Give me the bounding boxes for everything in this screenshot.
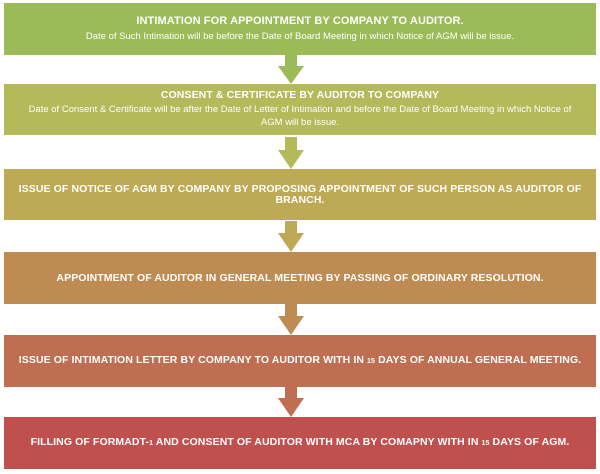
- arrow-4-shape: [278, 304, 304, 335]
- step-6-days-number: 15: [481, 439, 490, 447]
- step-2-description: Date of Consent & Certificate will be af…: [28, 104, 572, 128]
- arrow-5-shape: [278, 387, 304, 417]
- arrow-1-shape: [278, 55, 304, 84]
- step-6-title-part: AND CONSENT OF AUDITOR WITH MCA BY COMAP…: [153, 435, 482, 448]
- down-arrow-icon: [278, 304, 304, 335]
- step-1-description: Date of Such Intimation will be before t…: [85, 30, 515, 42]
- flow-step-2: CONSENT & CERTIFICATE BY AUDITOR TO COMP…: [4, 84, 596, 135]
- step-6-title-part: FILLING OF FORMADT-: [30, 435, 150, 448]
- flow-step-5: ISSUE OF INTIMATION LETTER BY COMPANY TO…: [4, 335, 596, 387]
- step-5-days-number: 15: [367, 357, 376, 365]
- down-arrow-icon: [278, 387, 304, 417]
- down-arrow-icon: [278, 55, 304, 85]
- step-4-title: APPOINTMENT OF AUDITOR IN GENERAL MEETIN…: [56, 271, 544, 284]
- step-1-title: INTIMATION FOR APPOINTMENT BY COMPANY TO…: [136, 14, 464, 27]
- step-5-title: ISSUE OF INTIMATION LETTER BY COMPANY TO…: [19, 355, 582, 368]
- down-arrow-icon: [278, 137, 304, 169]
- step-6-title: FILLING OF FORMADT-1 AND CONSENT OF AUDI…: [31, 437, 570, 450]
- step-6-form-number: 1: [149, 439, 154, 447]
- flow-step-6: FILLING OF FORMADT-1 AND CONSENT OF AUDI…: [4, 417, 596, 469]
- flow-step-1: INTIMATION FOR APPOINTMENT BY COMPANY TO…: [4, 3, 596, 55]
- down-arrow-icon: [278, 221, 304, 252]
- step-2-title: CONSENT & CERTIFICATE BY AUDITOR TO COMP…: [160, 89, 440, 101]
- flow-step-3: ISSUE OF NOTICE OF AGM BY COMPANY BY PRO…: [4, 169, 596, 220]
- step-5-title-part: ISSUE OF INTIMATION LETTER BY COMPANY TO…: [18, 353, 368, 366]
- flow-step-4: APPOINTMENT OF AUDITOR IN GENERAL MEETIN…: [4, 252, 596, 304]
- arrow-2-shape: [278, 137, 304, 169]
- arrow-3-shape: [278, 221, 304, 252]
- step-6-title-part: DAYS OF AGM.: [489, 435, 570, 448]
- step-5-title-part: DAYS OF ANNUAL GENERAL MEETING.: [375, 353, 582, 366]
- step-3-title: ISSUE OF NOTICE OF AGM BY COMPANY BY PRO…: [18, 183, 582, 206]
